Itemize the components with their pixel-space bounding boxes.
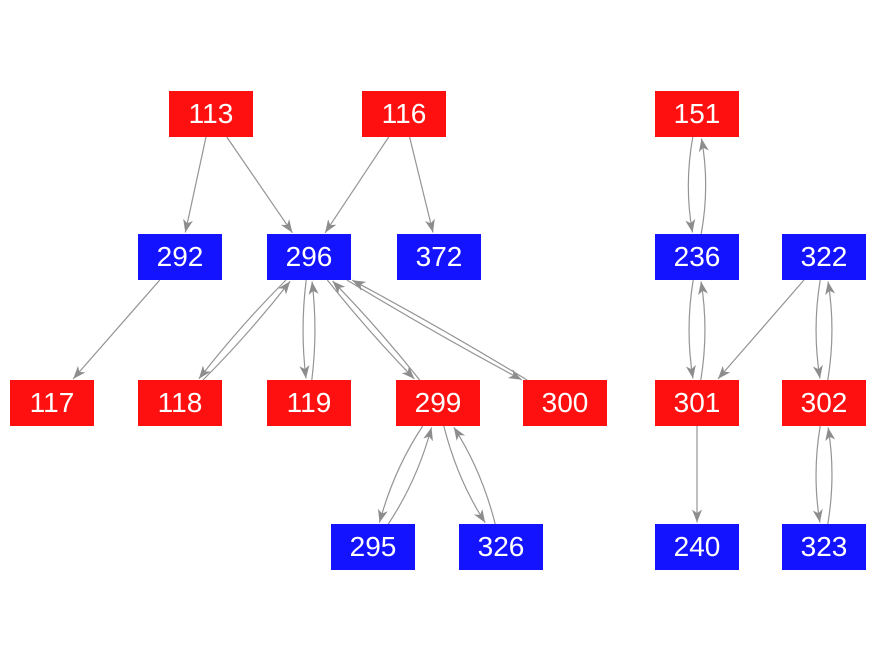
- node-118: 118: [138, 380, 222, 426]
- edge-302-323: [812, 425, 823, 523]
- edge-300-296: [352, 279, 528, 381]
- node-323: 323: [782, 524, 866, 570]
- node-119: 119: [267, 380, 351, 426]
- edge-322-301: [717, 279, 805, 380]
- node-296: 296: [267, 234, 351, 280]
- edge-118-296: [202, 280, 291, 381]
- edge-299-326: [443, 425, 486, 524]
- edge-236-151: [698, 138, 709, 235]
- edge-301-236: [698, 281, 709, 381]
- node-301: 301: [655, 380, 739, 426]
- node-322: 322: [782, 234, 866, 280]
- node-326: 326: [459, 524, 543, 570]
- node-292: 292: [138, 234, 222, 280]
- edge-113-296: [226, 136, 293, 234]
- node-240: 240: [655, 524, 739, 570]
- node-113: 113: [169, 91, 253, 137]
- edge-299-295: [378, 425, 424, 523]
- edge-326-299: [453, 426, 496, 525]
- edge-322-302: [812, 279, 823, 379]
- node-117: 117: [10, 380, 94, 426]
- edge-295-299: [387, 427, 433, 525]
- edge-323-302: [825, 427, 836, 525]
- edge-151-236: [685, 136, 696, 233]
- edge-299-296: [332, 280, 421, 381]
- node-302: 302: [782, 380, 866, 426]
- edge-302-322: [825, 281, 836, 381]
- edge-116-296: [324, 136, 390, 234]
- edge-296-118: [198, 279, 287, 380]
- edge-296-300: [346, 279, 522, 381]
- edge-292-117: [72, 279, 161, 380]
- node-236: 236: [655, 234, 739, 280]
- node-116: 116: [362, 91, 446, 137]
- edge-119-296: [308, 281, 319, 381]
- edge-236-301: [685, 279, 696, 379]
- node-300: 300: [523, 380, 607, 426]
- node-372: 372: [397, 234, 481, 280]
- node-151: 151: [655, 91, 739, 137]
- edge-116-372: [409, 136, 435, 233]
- edge-296-119: [299, 279, 310, 379]
- node-299: 299: [396, 380, 480, 426]
- edge-113-292: [183, 136, 207, 233]
- node-295: 295: [331, 524, 415, 570]
